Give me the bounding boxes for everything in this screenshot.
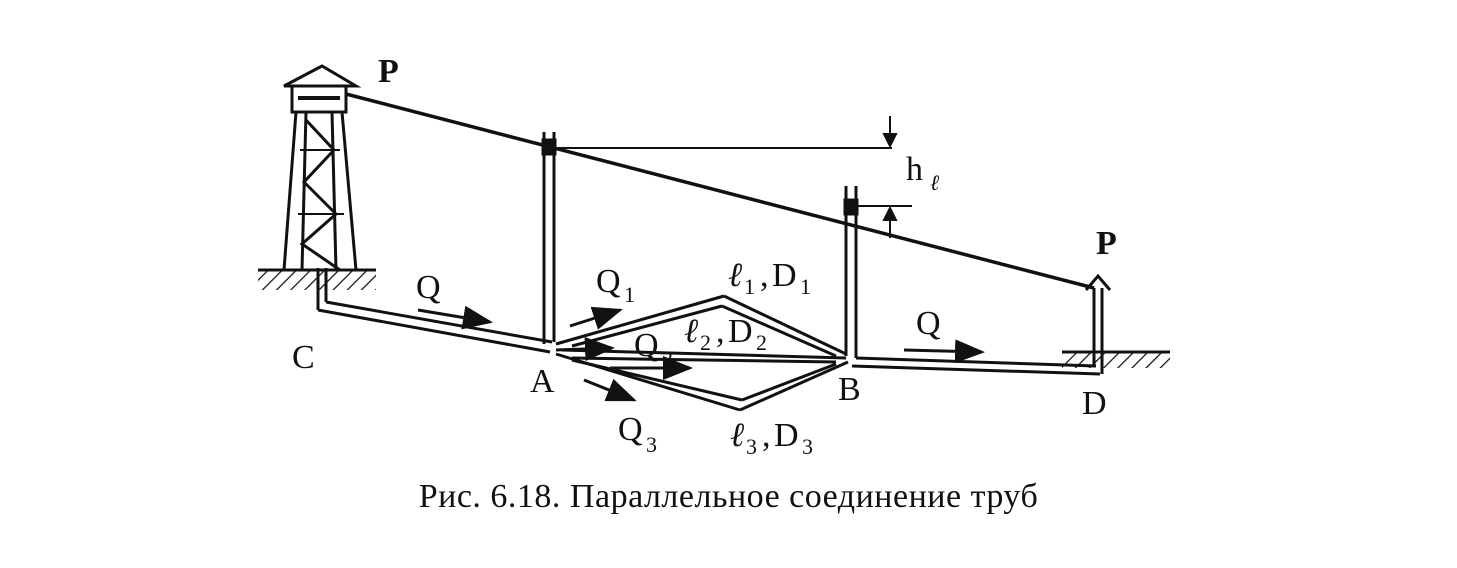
arrow-Q3 (583, 378, 637, 402)
svg-text:2: 2 (700, 330, 711, 355)
head-loss-dimension (882, 116, 898, 238)
label-Q3-sub: 3 (646, 432, 657, 457)
label-P-right: P (1096, 225, 1117, 262)
label-D: D (1082, 385, 1107, 422)
svg-text:ℓ: ℓ (728, 257, 742, 294)
svg-text:3: 3 (802, 434, 813, 459)
svg-text:,: , (716, 313, 725, 350)
arrow-Q2-inner (555, 336, 615, 361)
arrow-Q-out (903, 339, 985, 364)
arrow-Q-in (417, 305, 493, 330)
pipe-main-out (851, 273, 1112, 376)
svg-text:3: 3 (746, 434, 757, 459)
svg-text:,: , (760, 257, 769, 294)
label-Q3: Q (618, 411, 643, 448)
svg-text:D: D (772, 257, 797, 294)
svg-text:1: 1 (744, 274, 755, 299)
label-h: h (906, 151, 923, 188)
label-C: C (292, 339, 315, 376)
pressure-line (345, 92, 1095, 290)
pipe-1-label: ℓ 1 , D 1 (728, 257, 811, 299)
svg-text:,: , (762, 417, 771, 454)
arrow-Q1 (569, 306, 623, 330)
branch-3 (555, 352, 849, 412)
label-Q1-sub: 1 (624, 282, 635, 307)
label-A: A (530, 363, 555, 400)
label-Q1: Q (596, 263, 621, 300)
label-h-sub: ℓ (930, 170, 940, 195)
label-Q2: Q (634, 327, 659, 364)
svg-text:D: D (728, 313, 753, 350)
label-B: B (838, 371, 861, 408)
label-Q-in: Q (416, 269, 441, 306)
ground-right (1062, 350, 1170, 368)
pipe-main-in (316, 268, 553, 354)
label-Q-out: Q (916, 305, 941, 342)
piezometer-A (541, 132, 557, 344)
svg-text:1: 1 (800, 274, 811, 299)
pipe-2-label: ℓ 2 , D 2 (684, 313, 767, 355)
svg-text:ℓ: ℓ (730, 417, 744, 454)
label-Q2-sub: 2 (662, 346, 673, 371)
svg-text:D: D (774, 417, 799, 454)
figure-caption: Рис. 6.18. Параллельное соединение труб (418, 478, 1039, 515)
label-P-left: P (378, 53, 399, 90)
water-tower (282, 64, 362, 272)
flow-arrows (417, 305, 985, 402)
svg-text:ℓ: ℓ (684, 313, 698, 350)
pipe-3-label: ℓ 3 , D 3 (730, 417, 813, 459)
piezometer-B (843, 186, 859, 358)
svg-text:2: 2 (756, 330, 767, 355)
